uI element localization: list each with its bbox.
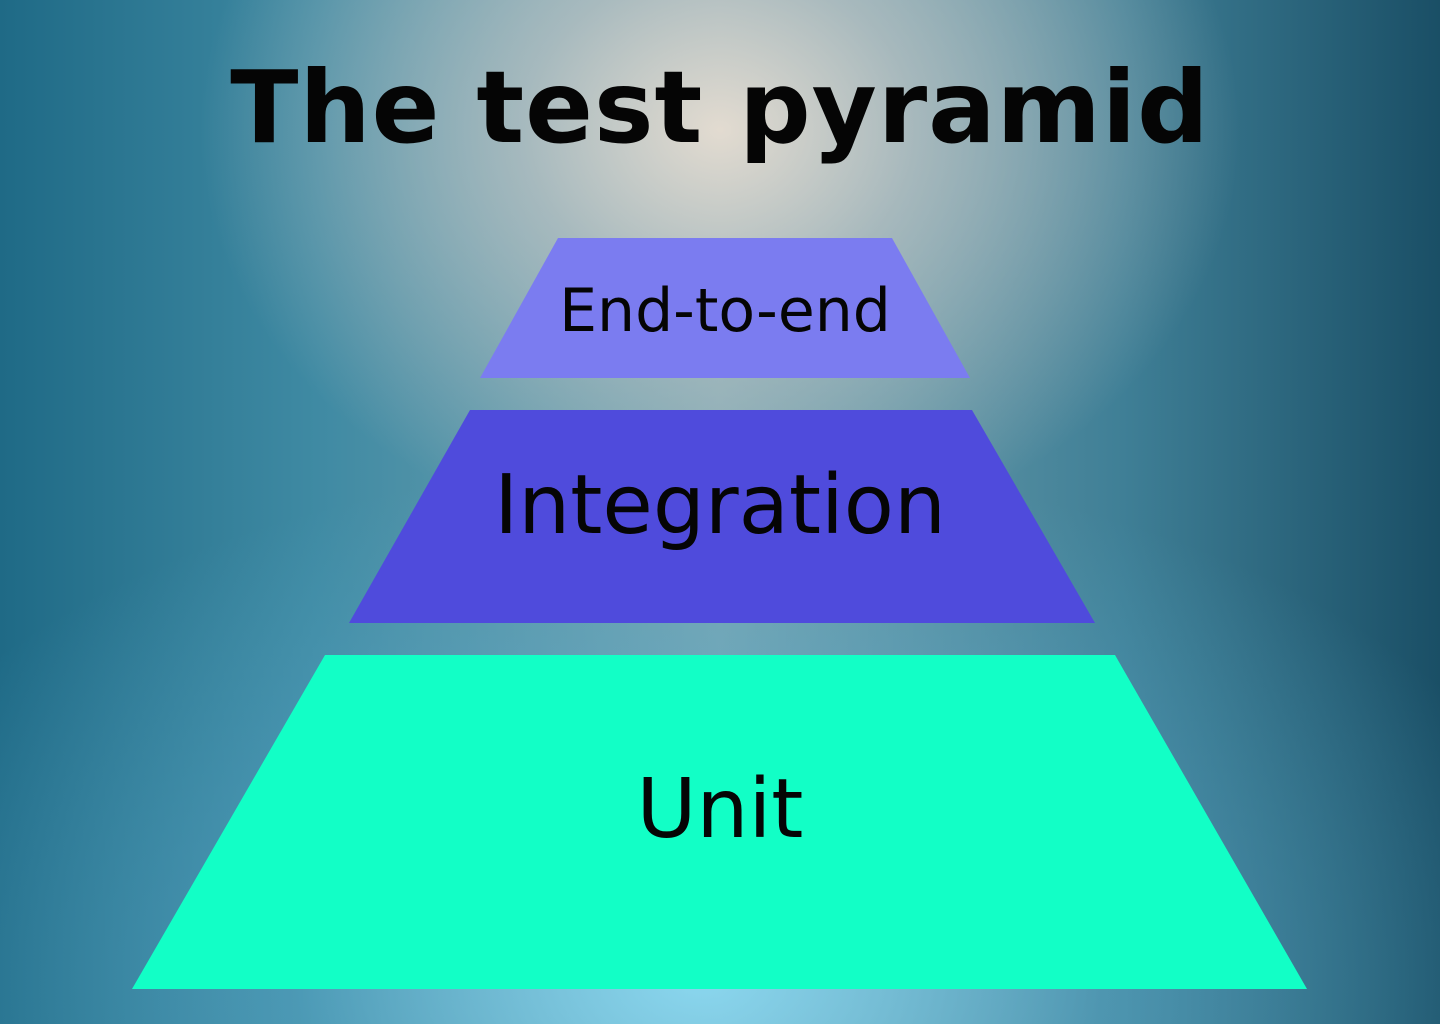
tier-integration: Integration xyxy=(349,410,1095,623)
tier-end-to-end: End-to-end xyxy=(480,238,970,378)
tier-unit: Unit xyxy=(132,655,1307,989)
tier-unit-shape xyxy=(132,655,1307,989)
tier-unit-label: Unit xyxy=(637,762,804,857)
tier-integration-label: Integration xyxy=(494,458,946,553)
tier-integration-shape xyxy=(349,410,1095,623)
tier-end-to-end-shape xyxy=(480,238,970,378)
tier-end-to-end-label: End-to-end xyxy=(559,276,891,346)
page-title: The test pyramid xyxy=(230,49,1210,166)
